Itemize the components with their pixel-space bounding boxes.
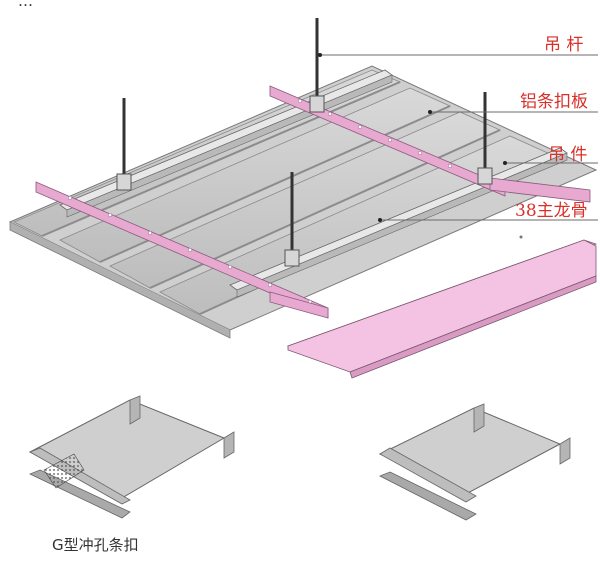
hanger [284, 249, 300, 267]
label-main-keel: 38主龙骨 [515, 201, 588, 221]
label-strip-panel: 铝条扣板 [520, 92, 588, 112]
carrier-end [489, 177, 591, 203]
title-fragment: … [18, 0, 33, 10]
panel-front-edge [9, 222, 231, 339]
g-type-perforated-strip [28, 395, 235, 519]
plain-strip [378, 403, 571, 521]
carrier-front [269, 291, 329, 319]
label-hanger-rod: 吊 杆 [544, 35, 583, 55]
hangers [116, 95, 493, 267]
leader-lines [320, 54, 598, 221]
hanger-rods [122, 18, 487, 252]
perforated-area [43, 453, 85, 489]
hanger [309, 95, 325, 113]
marker-dot [519, 235, 523, 239]
hanger [116, 173, 132, 191]
ceiling-assembly [8, 18, 598, 339]
label-hanger: 吊 件 [548, 145, 587, 165]
main-keel-side [236, 152, 568, 298]
pink-strip-panel [286, 239, 598, 379]
hanger [477, 167, 493, 185]
caption-g-type-strip: G型冲孔条扣 [52, 536, 139, 554]
pink-carriers [35, 85, 591, 319]
